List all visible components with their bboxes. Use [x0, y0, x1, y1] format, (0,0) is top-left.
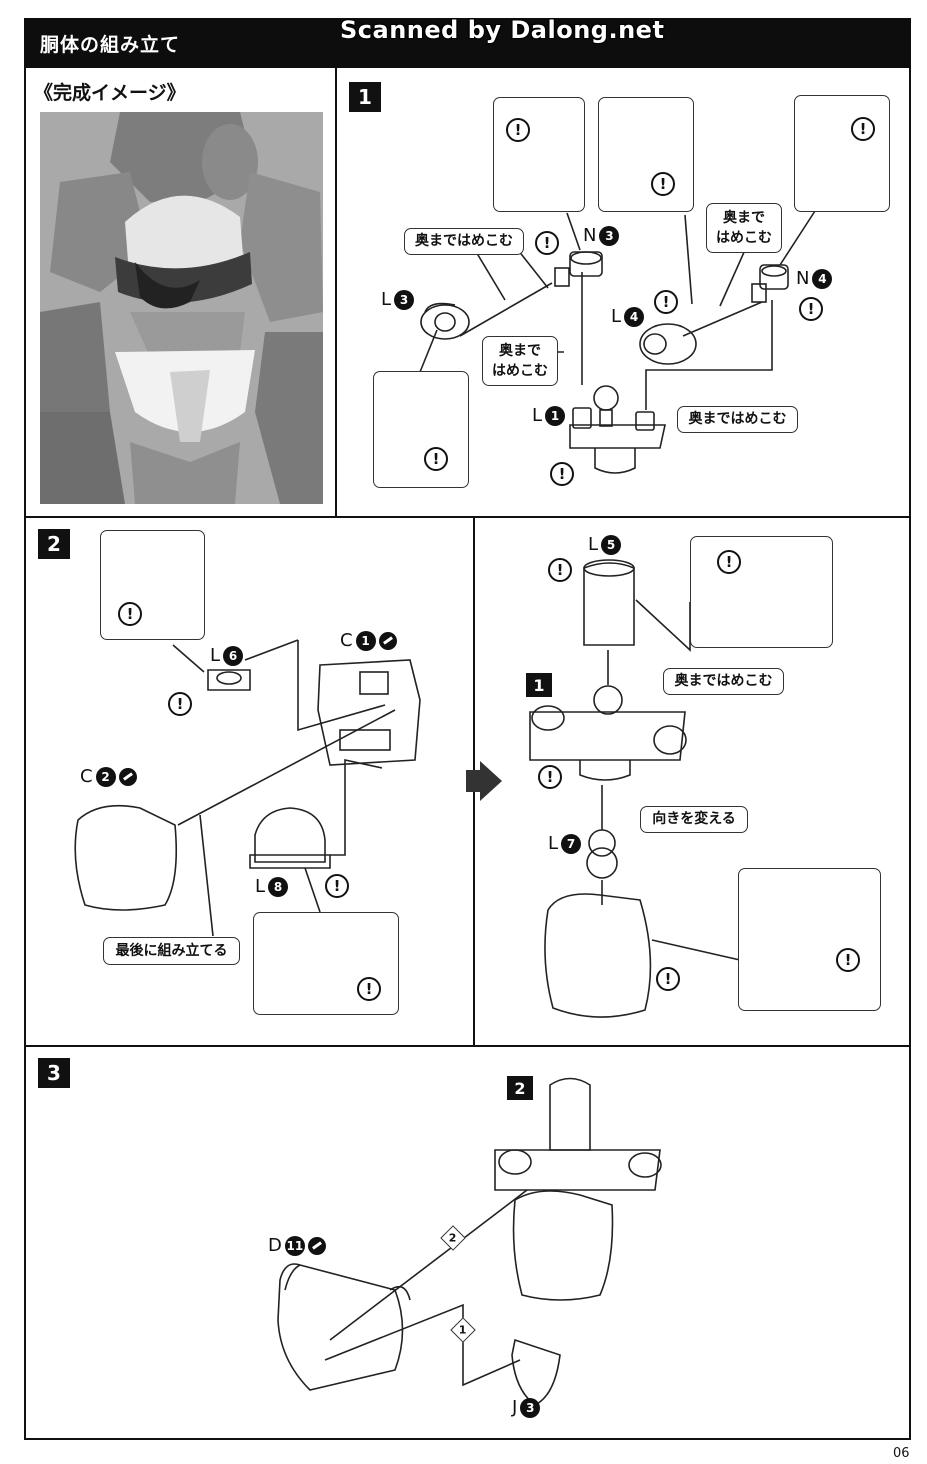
- step-reference-2: 2: [507, 1076, 533, 1100]
- warning-icon: !: [851, 117, 875, 141]
- detail-inset-n3: [493, 97, 585, 212]
- callout-text: 奥まではめこむ: [688, 411, 787, 428]
- callout-assemble-last: 最後に組み立てる: [103, 937, 240, 965]
- gate-cut-icon: [307, 1236, 326, 1255]
- warning-icon: !: [325, 874, 349, 898]
- callout-text-line1: 奥まで: [723, 209, 765, 226]
- warning-icon: !: [538, 765, 562, 789]
- warning-icon: !: [836, 948, 860, 972]
- flow-arrow-stem: [466, 770, 480, 792]
- detail-inset-l8: [253, 912, 399, 1015]
- callout-text-line1: 奥まで: [499, 342, 541, 359]
- callout-text-line2: はめこむ: [716, 230, 772, 246]
- completed-image-label: 《完成イメージ》: [34, 82, 186, 104]
- step-number-3: 3: [38, 1058, 70, 1088]
- detail-inset-l4: [598, 97, 694, 212]
- detail-inset-n4: [794, 95, 890, 212]
- callout-text: 奥まではめこむ: [674, 673, 773, 690]
- divider-top: [24, 516, 911, 518]
- warning-icon: !: [799, 297, 823, 321]
- step-reference-1: 1: [526, 673, 552, 697]
- callout-push-in-n3: 奥まではめこむ: [404, 228, 524, 255]
- page-number: 06: [893, 1446, 910, 1461]
- warning-icon: !: [651, 172, 675, 196]
- detail-inset-l5: [690, 536, 833, 648]
- callout-push-in-l1: 奥まではめこむ: [677, 406, 798, 433]
- scan-watermark: Scanned by Dalong.net: [340, 16, 665, 44]
- warning-icon: !: [535, 231, 559, 255]
- warning-icon: !: [168, 692, 192, 716]
- callout-text: 最後に組み立てる: [115, 942, 228, 959]
- completed-image-photo: [40, 112, 323, 504]
- callout-text: 向きを変える: [652, 811, 736, 828]
- step-number-2: 2: [38, 529, 70, 559]
- callout-text: 奥まではめこむ: [415, 233, 513, 250]
- gate-cut-icon: [378, 631, 397, 650]
- warning-icon: !: [424, 447, 448, 471]
- warning-icon: !: [357, 977, 381, 1001]
- robot-torso-illustration: [40, 112, 323, 504]
- detail-inset-l7-base: [738, 868, 881, 1011]
- warning-icon: !: [548, 558, 572, 582]
- divider-middle: [24, 1045, 911, 1047]
- callout-text-line2: はめこむ: [492, 363, 548, 379]
- warning-icon: !: [654, 290, 678, 314]
- warning-icon: !: [656, 967, 680, 991]
- detail-inset-l3: [373, 371, 469, 488]
- warning-icon: !: [506, 118, 530, 142]
- callout-push-in-l3: 奥まで はめこむ: [482, 336, 558, 386]
- callout-push-in-l5: 奥まではめこむ: [663, 668, 784, 695]
- title-bar: [24, 18, 911, 68]
- flow-arrow-icon: [480, 761, 502, 801]
- warning-icon: !: [717, 550, 741, 574]
- callout-change-direction: 向きを変える: [640, 806, 748, 833]
- divider-vertical-top: [335, 68, 337, 516]
- page-title: 胴体の組み立て: [40, 34, 181, 56]
- warning-icon: !: [118, 602, 142, 626]
- warning-icon: !: [550, 462, 574, 486]
- callout-push-in-n4: 奥まで はめこむ: [706, 203, 782, 253]
- step-number-1: 1: [349, 82, 381, 112]
- detail-inset-l6: [100, 530, 205, 640]
- gate-cut-icon: [118, 767, 137, 786]
